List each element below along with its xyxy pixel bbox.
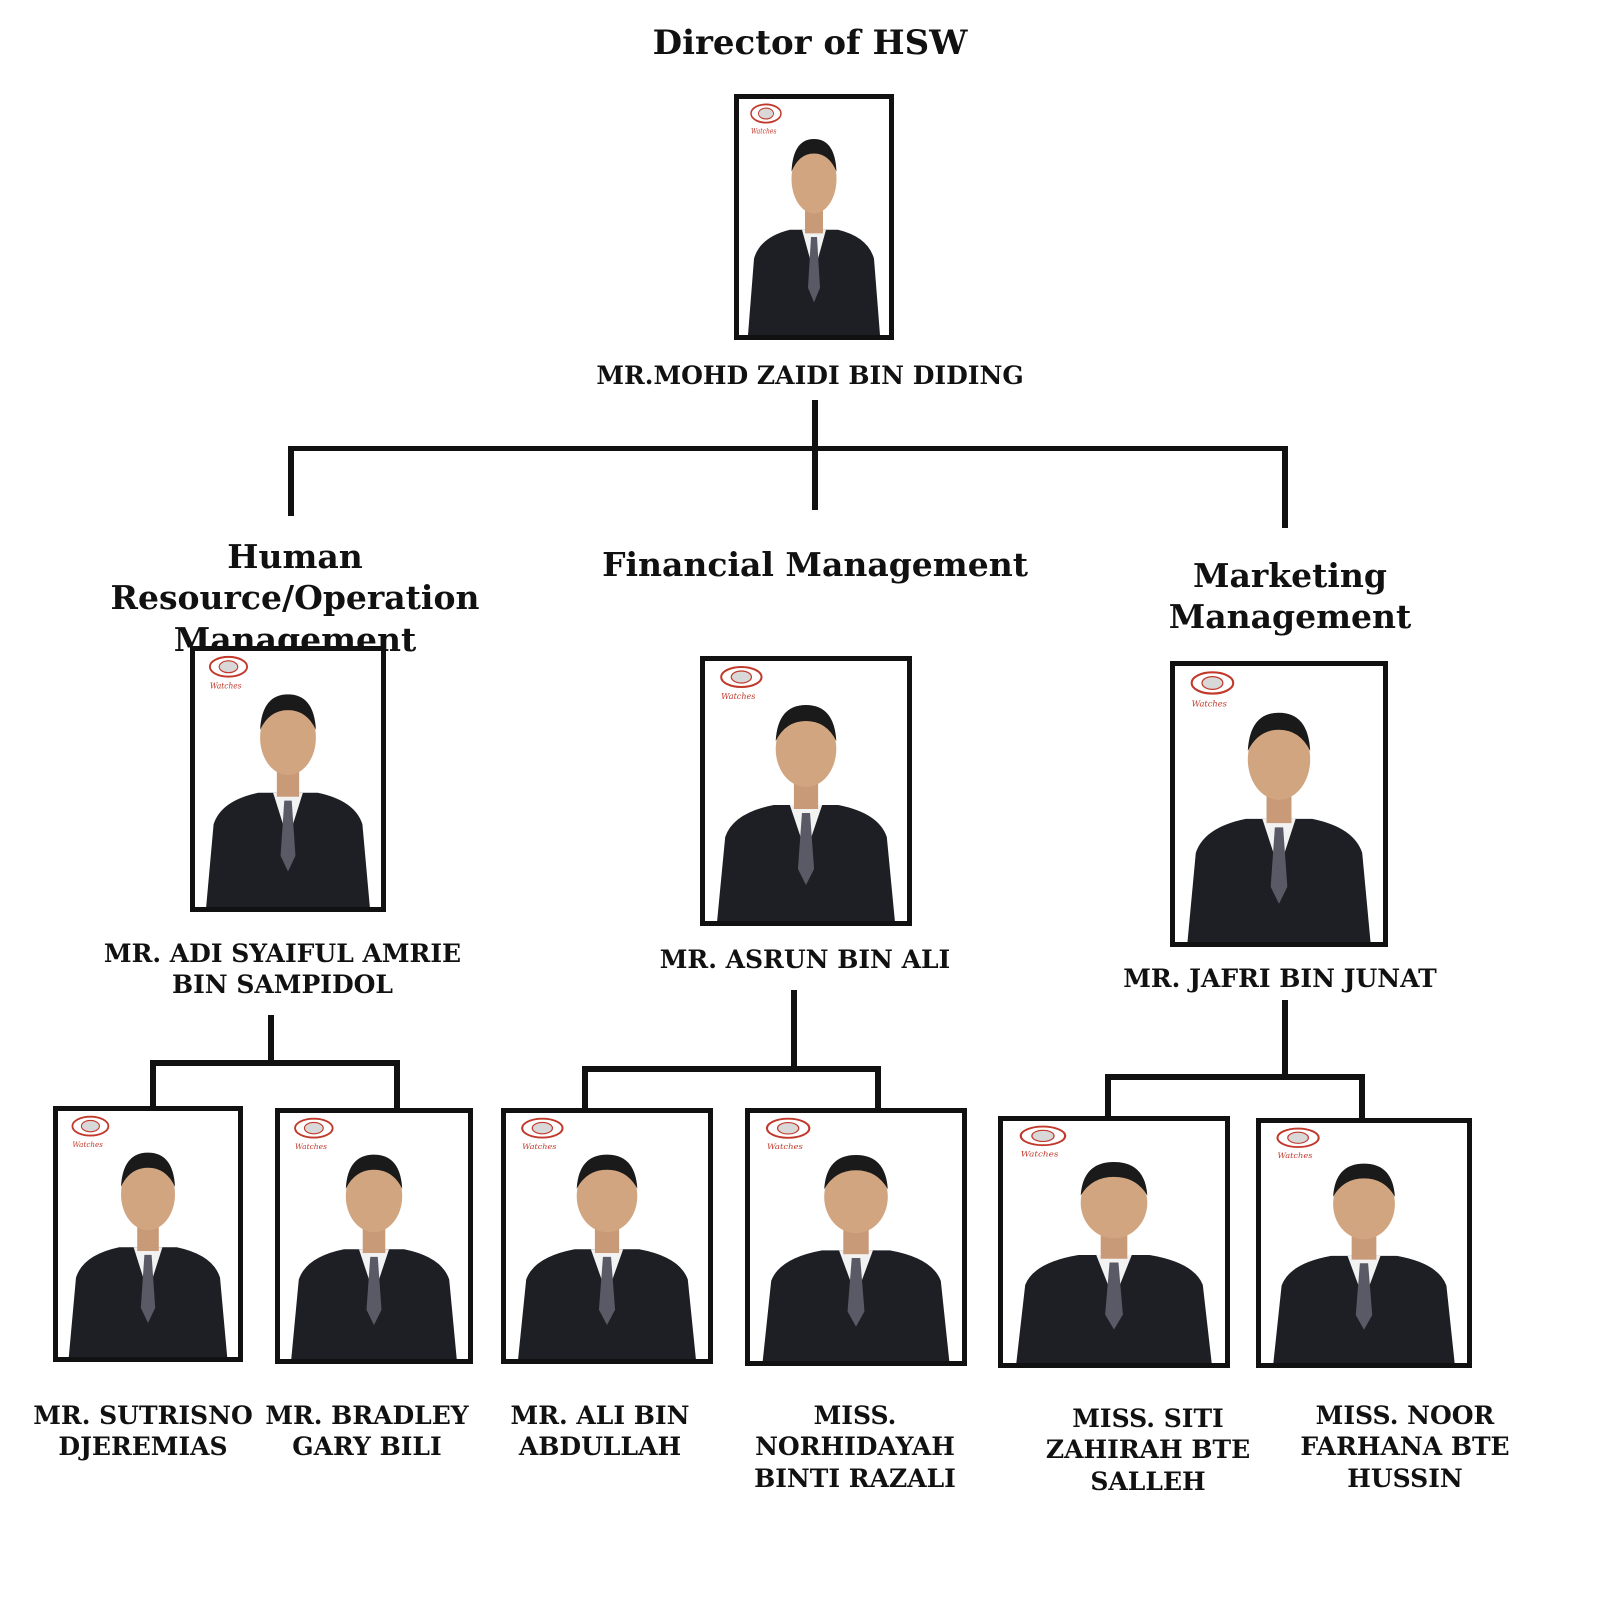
company-logo: Watches <box>720 666 763 701</box>
person-silhouette <box>762 1154 950 1361</box>
company-logo: Watches <box>1190 671 1235 708</box>
svg-text:Watches: Watches <box>522 1142 556 1151</box>
connector-line <box>1282 1000 1288 1076</box>
person-silhouette <box>717 705 895 921</box>
dept-title-finance: Financial Management <box>602 545 1028 584</box>
head-photo-marketing: Watches <box>1170 661 1388 947</box>
person-silhouette <box>68 1152 228 1357</box>
staff-photo-mkt-1: Watches <box>998 1116 1230 1368</box>
connector-line <box>1105 1074 1111 1118</box>
portrait-image: Watches <box>748 103 880 335</box>
portrait-image: Watches <box>68 1115 228 1357</box>
connector-line <box>288 446 294 516</box>
svg-text:Watches: Watches <box>1277 1151 1312 1159</box>
connector-line <box>582 1066 588 1110</box>
staff-name-hr-2: MR. BRADLEY GARY BILI <box>265 1401 469 1462</box>
portrait-image: Watches <box>291 1117 457 1359</box>
svg-text:Watches: Watches <box>767 1143 803 1152</box>
portrait-image: Watches <box>762 1117 950 1361</box>
connector-line <box>1359 1074 1365 1118</box>
head-name-hr: MR. ADI SYAIFUL AMRIE BIN SAMPIDOL <box>103 939 462 1000</box>
company-logo: Watches <box>750 103 782 136</box>
staff-photo-hr-2: Watches <box>275 1108 473 1364</box>
connector-line <box>268 1015 274 1063</box>
svg-text:Watches: Watches <box>1192 698 1228 708</box>
portrait-image: Watches <box>1273 1127 1455 1363</box>
person-silhouette <box>748 138 880 335</box>
connector-line <box>150 1060 400 1066</box>
svg-text:Watches: Watches <box>721 692 755 701</box>
staff-name-mkt-1: MISS. SITI ZAHIRAH BTE SALLEH <box>1045 1404 1251 1496</box>
svg-text:Watches: Watches <box>210 681 242 690</box>
chart-title: Director of HSW <box>652 23 968 63</box>
person-silhouette <box>1187 712 1371 942</box>
person-silhouette <box>1273 1163 1455 1363</box>
connector-line <box>582 1066 881 1072</box>
company-logo: Watches <box>521 1117 564 1151</box>
dept-title-marketing: Marketing Management <box>1168 556 1412 637</box>
director-photo: Watches <box>734 94 894 340</box>
portrait-image: Watches <box>717 666 895 921</box>
person-silhouette <box>291 1154 457 1359</box>
connector-line <box>812 400 818 510</box>
person-silhouette <box>1016 1161 1212 1363</box>
staff-photo-fin-1: Watches <box>501 1108 713 1364</box>
company-logo: Watches <box>294 1117 334 1151</box>
head-photo-finance: Watches <box>700 656 912 926</box>
person-silhouette <box>518 1154 696 1359</box>
portrait-image: Watches <box>1016 1125 1212 1363</box>
staff-name-mkt-2: MISS. NOOR FARHANA BTE HUSSIN <box>1300 1401 1510 1493</box>
person-silhouette <box>206 694 370 907</box>
company-logo: Watches <box>765 1117 811 1152</box>
svg-text:Watches: Watches <box>1021 1149 1059 1158</box>
company-logo: Watches <box>1019 1125 1067 1158</box>
company-logo: Watches <box>71 1115 110 1149</box>
dept-title-hr: Human Resource/Operation Management <box>110 537 480 659</box>
staff-name-fin-1: MR. ALI BIN ABDULLAH <box>510 1401 690 1462</box>
connector-line <box>875 1066 881 1110</box>
connector-line <box>394 1060 400 1110</box>
staff-photo-fin-2: Watches <box>745 1108 967 1366</box>
connector-line <box>1282 446 1288 528</box>
head-name-marketing: MR. JAFRI BIN JUNAT <box>1123 964 1437 993</box>
head-name-finance: MR. ASRUN BIN ALI <box>659 945 951 974</box>
staff-photo-hr-1: Watches <box>53 1106 243 1362</box>
director-name: MR.MOHD ZAIDI BIN DIDING <box>596 361 1024 390</box>
staff-name-hr-1: MR. SUTRISNO DJEREMIAS <box>33 1401 253 1462</box>
connector-line <box>1105 1074 1365 1080</box>
connector-line <box>288 446 1287 451</box>
svg-text:Watches: Watches <box>295 1142 327 1151</box>
head-photo-hr: Watches <box>190 646 386 912</box>
connector-line <box>150 1060 156 1110</box>
company-logo: Watches <box>208 655 249 690</box>
portrait-image: Watches <box>1187 671 1371 942</box>
portrait-image: Watches <box>518 1117 696 1359</box>
staff-photo-mkt-2: Watches <box>1256 1118 1472 1368</box>
company-logo: Watches <box>1276 1127 1320 1160</box>
svg-text:Watches: Watches <box>751 127 777 136</box>
svg-text:Watches: Watches <box>72 1140 103 1149</box>
staff-name-fin-2: MISS. NORHIDAYAH BINTI RAZALI <box>754 1401 956 1493</box>
connector-line <box>791 990 797 1066</box>
portrait-image: Watches <box>206 655 370 907</box>
